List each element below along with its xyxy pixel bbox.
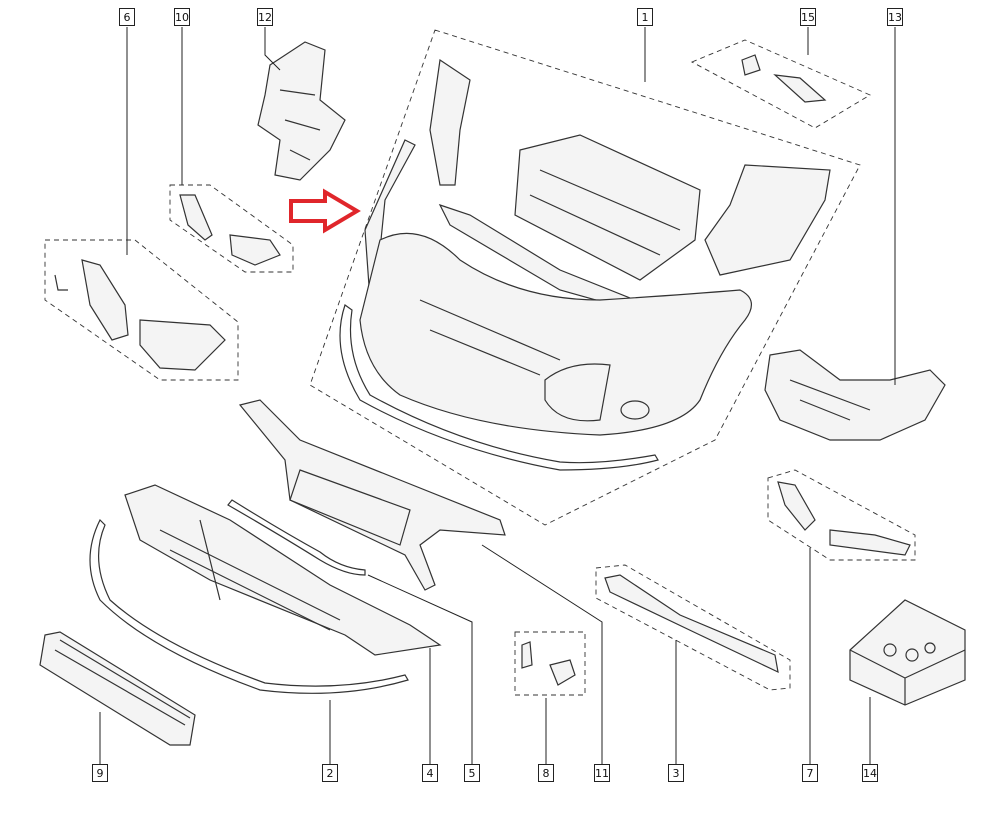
- group-3-outline: [595, 564, 791, 691]
- part-6-fog-trims: [54, 259, 226, 371]
- callout-13[interactable]: 13: [887, 8, 903, 26]
- callout-6[interactable]: 6: [119, 8, 135, 26]
- part-11-grille-frame: [238, 399, 506, 591]
- part-4-undertray: [124, 484, 442, 656]
- leader-lines: [99, 27, 896, 764]
- part-14-kit-box: [849, 599, 966, 706]
- callout-15[interactable]: 15: [800, 8, 816, 26]
- part-12-bracket: [257, 41, 346, 181]
- part-9-lower-grille: [39, 631, 196, 746]
- callout-10[interactable]: 10: [174, 8, 190, 26]
- group-10-outline: [169, 184, 294, 273]
- group-15-outline: [690, 39, 871, 129]
- red-arrow-right-icon: [289, 188, 361, 234]
- part-13-bracket: [764, 349, 946, 441]
- callout-4[interactable]: 4: [422, 764, 438, 782]
- part-5-strip: [227, 499, 366, 576]
- callout-5[interactable]: 5: [464, 764, 480, 782]
- callout-1[interactable]: 1: [637, 8, 653, 26]
- group-6-outline: [44, 239, 239, 381]
- callout-7[interactable]: 7: [802, 764, 818, 782]
- callout-11[interactable]: 11: [594, 764, 610, 782]
- part-lip-strip: [339, 304, 659, 471]
- callout-8[interactable]: 8: [538, 764, 554, 782]
- part-7-trims: [777, 481, 911, 556]
- group-1-outline: [309, 29, 861, 526]
- callout-2[interactable]: 2: [322, 764, 338, 782]
- group-8-outline: [514, 631, 586, 696]
- callout-3[interactable]: 3: [668, 764, 684, 782]
- callout-12[interactable]: 12: [257, 8, 273, 26]
- part-8-cover: [521, 641, 576, 686]
- part-10-fog-trims: [179, 194, 281, 266]
- part-bumper-cover: [359, 232, 752, 436]
- callout-9[interactable]: 9: [92, 764, 108, 782]
- callout-14[interactable]: 14: [862, 764, 878, 782]
- part-3-absorber: [604, 574, 779, 674]
- part-15-clips: [741, 54, 827, 103]
- group-7-outline: [767, 469, 916, 561]
- part-2-lower-strip: [89, 518, 409, 694]
